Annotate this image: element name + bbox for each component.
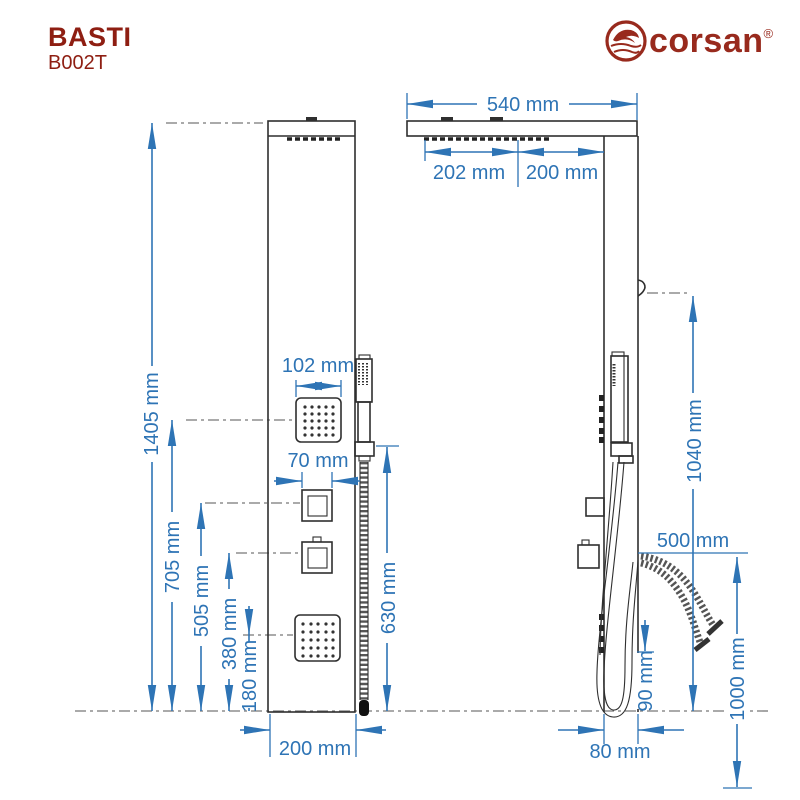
svg-text:200 mm: 200 mm — [279, 738, 351, 760]
svg-text:500 mm: 500 mm — [657, 530, 729, 552]
svg-text:1405 mm: 1405 mm — [141, 372, 163, 455]
svg-text:80 mm: 80 mm — [589, 741, 650, 763]
svg-text:1000 mm: 1000 mm — [727, 637, 749, 720]
dim-head-length: 540 mm — [406, 93, 638, 120]
brand-name: corsan® — [649, 22, 774, 60]
head-tab-2 — [490, 117, 503, 121]
dim-lower-jet-height: 180 mm — [239, 606, 261, 712]
jet-nubs-upper — [599, 395, 604, 443]
dim-spout-floor-height: 1000 mm — [723, 557, 752, 789]
flexible-spout — [640, 552, 724, 652]
dim-hose-clearance: 90 mm — [635, 620, 657, 712]
dim-total-height: 1405 mm — [141, 123, 163, 711]
head-tab-1 — [441, 117, 453, 121]
svg-text:180 mm: 180 mm — [239, 640, 261, 712]
dim-handshower-height: 630 mm — [376, 445, 400, 711]
product-title: BASTI — [48, 22, 132, 52]
dim-lower-knob-height: 380 mm — [219, 553, 241, 711]
product-model: B002T — [48, 52, 107, 74]
dim-panel-width: 200 mm — [240, 714, 386, 760]
lower-body-jet — [294, 614, 341, 662]
svg-text:200 mm: 200 mm — [526, 162, 598, 184]
wave-logo-icon — [605, 20, 647, 62]
lower-knob — [301, 536, 333, 574]
head-tab — [306, 117, 317, 121]
svg-text:540 mm: 540 mm — [487, 94, 559, 116]
dim-hook-height: 1040 mm — [647, 292, 706, 711]
svg-text:630 mm: 630 mm — [378, 562, 400, 634]
dim-upper-jet-height: 705 mm — [162, 420, 184, 711]
svg-text:70 mm: 70 mm — [287, 450, 348, 472]
svg-text:380 mm: 380 mm — [219, 598, 241, 670]
upper-knob — [301, 489, 333, 522]
svg-text:202 mm: 202 mm — [433, 162, 505, 184]
svg-text:705 mm: 705 mm — [162, 521, 184, 593]
hand-shower-side — [610, 351, 634, 464]
head-bar — [406, 120, 638, 137]
svg-text:505 mm: 505 mm — [191, 565, 213, 637]
shower-hose-side — [596, 461, 639, 718]
dim-spout-reach: 500 mm — [638, 530, 748, 554]
wall-hook — [637, 279, 646, 297]
dim-panel-depth: 80 mm — [558, 714, 684, 763]
dim-jet-width: 102 mm — [282, 355, 354, 397]
dim-head-sections: 202 mm 200 mm — [424, 140, 604, 187]
svg-text:1040 mm: 1040 mm — [684, 399, 706, 482]
front-view: 1405 mm 705 mm 505 mm 380 mm 18 — [141, 117, 400, 760]
shower-hose-front — [359, 462, 369, 716]
shower-holder — [354, 441, 375, 457]
svg-text:102 mm: 102 mm — [282, 355, 354, 377]
lower-knob-side — [577, 544, 600, 569]
side-view: 540 mm 202 mm 200 mm 1040 mm 5 — [406, 93, 752, 789]
upper-body-jet — [295, 397, 342, 443]
hand-shower-front — [354, 354, 375, 462]
dim-upper-knob-height: 505 mm — [191, 503, 213, 711]
registered-mark: ® — [763, 26, 774, 41]
brand-logo: corsan® — [603, 18, 774, 64]
upper-knob-side — [585, 497, 605, 517]
dim-knob-width: 70 mm — [274, 450, 360, 488]
svg-text:90 mm: 90 mm — [635, 650, 657, 711]
